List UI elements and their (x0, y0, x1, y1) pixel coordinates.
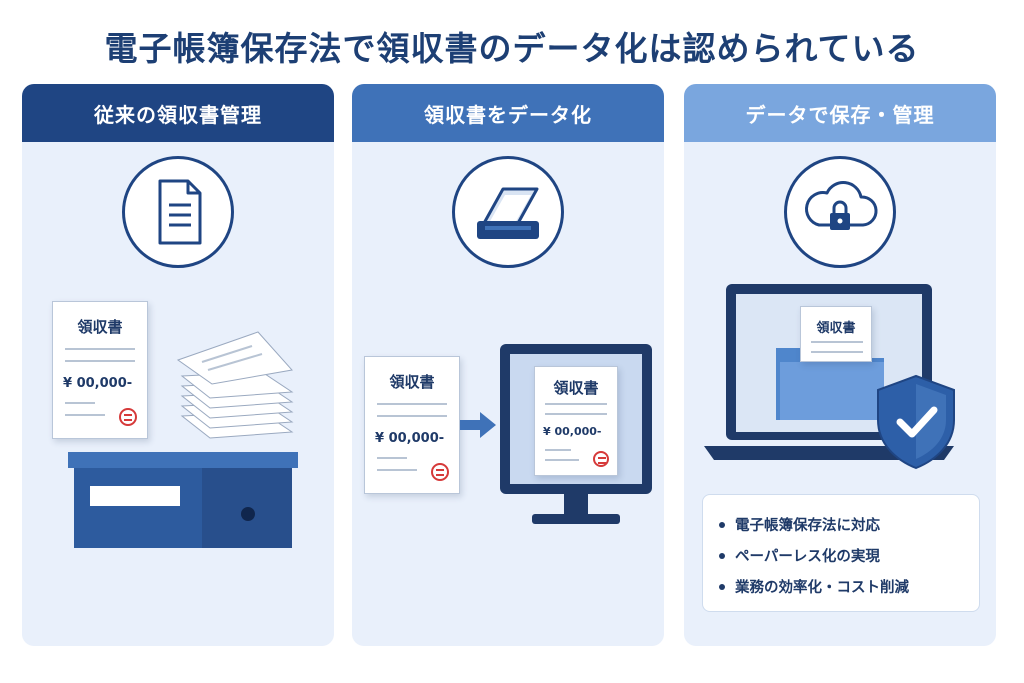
panel-header: 従来の領収書管理 (22, 84, 334, 142)
digital-receipt: 領収書 ¥ 00,000- (534, 366, 618, 476)
receipt-title: 領収書 (816, 321, 856, 336)
shield-check-icon (877, 374, 955, 470)
stamp-icon (119, 408, 137, 426)
panel-store-manage: データで保存・管理 領収書 電子帳簿保存法に対応 ペーパーレス化の実現 業務の効… (684, 84, 996, 646)
document-icon (122, 156, 234, 268)
list-item: 電子帳簿保存法に対応 (719, 509, 963, 540)
receipt-title: 領収書 (553, 379, 599, 397)
receipt-amount: ¥ 00,000- (63, 376, 133, 391)
panel-header: 領収書をデータ化 (352, 84, 664, 142)
paper-receipt: 領収書 ¥ 00,000- (52, 301, 148, 439)
scanner-icon (452, 156, 564, 268)
list-item: ペーパーレス化の実現 (719, 540, 963, 571)
receipt-amount: ¥ 00,000- (543, 425, 602, 438)
laptop-icon (704, 284, 954, 460)
panel-traditional: 従来の領収書管理 領収書 ¥ 00,000- (22, 84, 334, 646)
stamp-icon (431, 463, 449, 481)
page-title: 電子帳簿保存法で領収書のデータ化は認められている (104, 29, 920, 68)
receipt-title: 領収書 (77, 318, 123, 336)
stamp-icon (593, 451, 609, 467)
arrow-right-icon (460, 412, 496, 438)
benefit-list: 電子帳簿保存法に対応 ペーパーレス化の実現 業務の効率化・コスト削減 (702, 494, 980, 612)
paper-receipt: 領収書 ¥ 00,000- (364, 356, 460, 494)
panel-digitize: 領収書をデータ化 領収書 ¥ 00,000- 領収書 ¥ 00,000- (352, 84, 664, 646)
receipt-amount: ¥ 00,000- (375, 431, 445, 446)
list-item: 業務の効率化・コスト削減 (719, 571, 963, 602)
storage-box-icon (68, 452, 298, 548)
stored-receipt: 領収書 (800, 306, 872, 362)
paper-stack-icon (176, 331, 294, 439)
receipt-title: 領収書 (389, 373, 435, 391)
panel-header: データで保存・管理 (684, 84, 996, 142)
cloud-lock-icon (784, 156, 896, 268)
